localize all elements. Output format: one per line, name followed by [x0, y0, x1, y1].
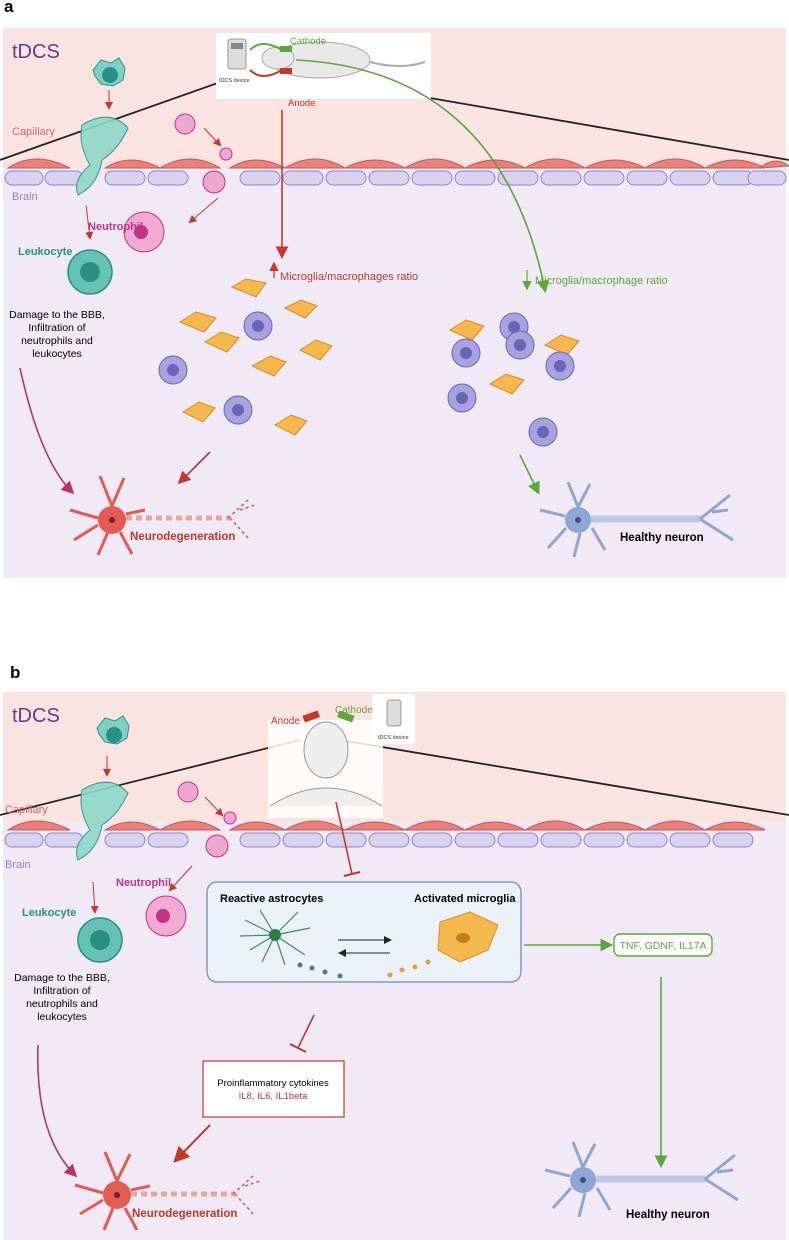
damage-b-line-4: leukocytes	[37, 1011, 87, 1023]
activated-microglia-label: Activated microglia	[414, 893, 516, 905]
tdcs-title: tDCS	[12, 41, 60, 63]
damaged-neuron: Neurodegeneration	[69, 475, 256, 556]
brain-cell-layer	[4, 170, 787, 186]
damage-line-4: leukocytes	[32, 348, 82, 360]
tdcs-title-b: tDCS	[12, 705, 60, 727]
healthy-neuron-label: Healthy neuron	[620, 532, 704, 544]
device-label: tDCS device	[219, 78, 250, 84]
damaged-neuron-b: Neurodegeneration	[74, 1151, 261, 1231]
neurodegeneration-label: Neurodegeneration	[130, 531, 235, 543]
panel-a: a tDCS Capillary B	[0, 0, 789, 578]
leukocyte-label: Leukocyte	[18, 246, 72, 258]
neutrophil-label-b: Neutrophil	[116, 877, 171, 889]
ratio-up-label: Microglia/macrophages ratio	[280, 271, 418, 283]
human-head-inset: Anode Cathode tDCS device	[268, 694, 415, 818]
ratio-down-label: Microglia/macrophage ratio	[535, 275, 668, 287]
device-label-b: tDCS device	[378, 735, 409, 741]
damage-line-2: Infiltration of	[28, 322, 85, 334]
cytokines-list: IL8, IL6, IL1beta	[239, 1091, 308, 1102]
mouse-inset: tDCS device Cathode Anode	[216, 33, 431, 109]
brain-label: Brain	[12, 191, 38, 203]
glia-interaction-box: Reactive astrocytes Activated microglia	[206, 881, 522, 983]
cathode-label: Cathode	[290, 36, 326, 47]
anode-label: Anode	[288, 98, 315, 109]
panel-b: b tDCS Capillary Brain	[0, 663, 789, 1240]
cytokines-title: Proinflammatory cytokines	[217, 1078, 329, 1089]
neutrophil-transmigration: Neutrophil	[88, 113, 233, 253]
damage-b-line-1: Damage to the BBB,	[14, 972, 110, 984]
damage-b-line-3: neutrophils and	[26, 998, 98, 1010]
leukocyte-transmigration: Leukocyte Damage to the BBB, Infiltratio…	[9, 57, 129, 495]
astrocyte-icon	[239, 909, 311, 966]
healthy-neuron-label-b: Healthy neuron	[626, 1209, 710, 1221]
damage-line-3: neutrophils and	[21, 335, 93, 347]
microglia-cluster-right	[447, 312, 580, 447]
damage-line-1: Damage to the BBB,	[9, 309, 105, 321]
neurodegeneration-label-b: Neurodegeneration	[132, 1208, 237, 1220]
damage-b-line-2: Infiltration of	[33, 985, 90, 997]
brain-label-b: Brain	[5, 859, 31, 871]
anode-label-b: Anode	[271, 716, 300, 727]
leukocyte-label-b: Leukocyte	[22, 907, 76, 919]
factors-label: TNF, GDNF, IL17A	[620, 940, 707, 952]
tdcs-device-icon-b	[386, 699, 402, 727]
capillary-label: Capillary	[12, 126, 55, 138]
panel-b-letter: b	[10, 663, 20, 682]
microglia-cluster-left	[158, 278, 333, 436]
healthy-neuron: Healthy neuron	[539, 481, 734, 558]
cathode-label-b: Cathode	[335, 705, 373, 716]
factors-box	[613, 933, 713, 957]
reactive-astrocytes-label: Reactive astrocytes	[220, 893, 323, 905]
endothelium	[6, 158, 789, 169]
capillary-label-b: Capillary	[5, 804, 48, 816]
panel-a-letter: a	[4, 0, 14, 16]
neutrophil-label: Neutrophil	[88, 221, 143, 233]
healthy-neuron-b: Healthy neuron	[544, 1141, 739, 1221]
cytokines-box	[202, 1060, 345, 1118]
